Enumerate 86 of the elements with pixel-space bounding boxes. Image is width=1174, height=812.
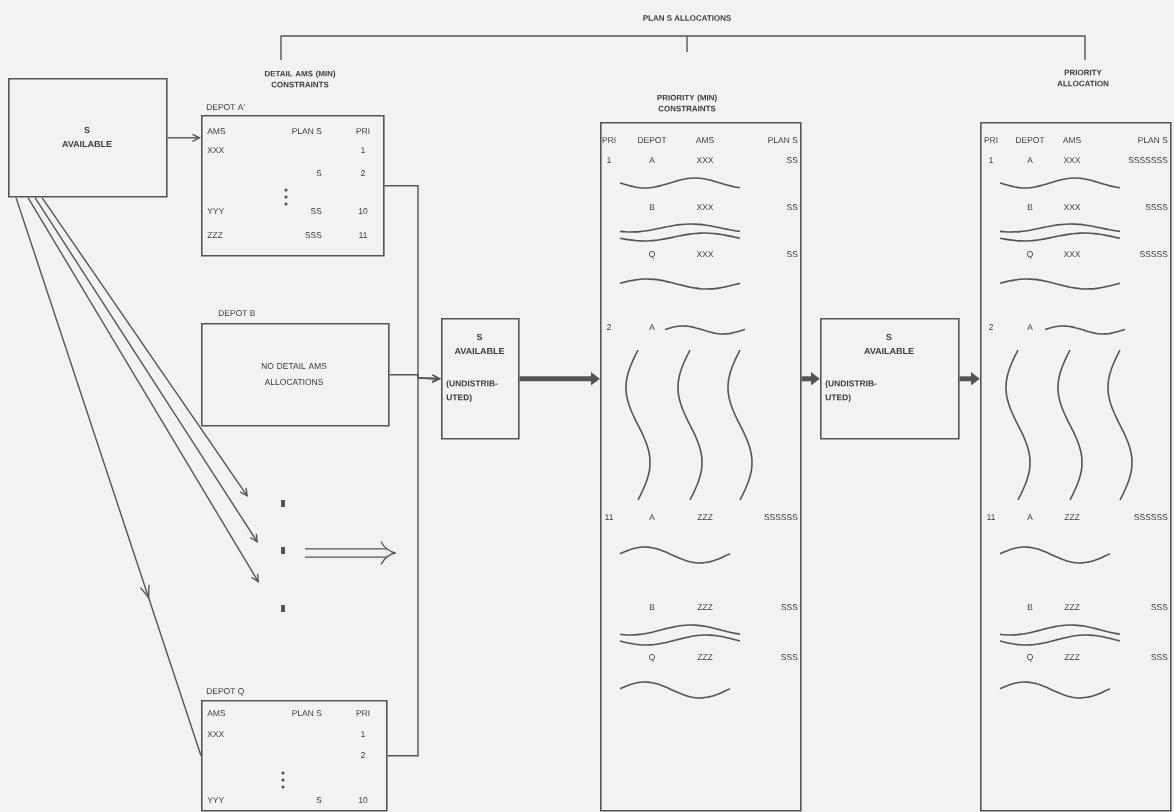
table-entry: B	[649, 204, 655, 210]
arrow	[41, 196, 248, 497]
depot-label: DEPOT Q	[206, 688, 244, 696]
table-entry: SSSSSSS	[1128, 157, 1168, 164]
column-header: DEPOT	[638, 137, 667, 144]
table-entry: SSSSSS	[1134, 514, 1168, 521]
table-entry: Q	[649, 251, 655, 259]
box-label: (UNDISTRIB- UTED)	[825, 380, 877, 403]
table-entry: 10	[358, 208, 368, 215]
table-entry: 1	[361, 147, 365, 153]
table-entry: A	[1027, 324, 1033, 330]
table-entry: SSS	[781, 604, 798, 611]
table-entry: XXX	[696, 251, 714, 257]
box-label: NO DETAIL AMS ALLOCATIONS	[261, 363, 327, 385]
table-entry: XXX	[1063, 157, 1081, 163]
table-entry: 11	[987, 514, 995, 520]
table-entry: SSS	[1151, 654, 1168, 661]
column-header: PRI	[356, 710, 370, 716]
table-entry: S	[316, 797, 322, 804]
table-entry: ZZZ	[697, 604, 713, 610]
box-label: S AVAILABLE	[454, 333, 505, 355]
table-entry: SS	[786, 251, 798, 258]
column-header: PLAN S	[292, 710, 322, 717]
table-entry: SSSS	[1145, 204, 1168, 211]
table-entry: A	[1027, 514, 1033, 520]
table-entry: 1	[361, 731, 365, 737]
table-entry: B	[1027, 204, 1033, 210]
table-entry: XXX	[1063, 251, 1081, 257]
table-entry: A	[649, 514, 655, 520]
table-entry: XXX	[207, 731, 224, 737]
table-entry: YYY	[207, 797, 224, 803]
table-entry: XXX	[696, 157, 714, 163]
table-entry: 1	[607, 157, 611, 163]
table-entry: Q	[1027, 251, 1033, 259]
table-entry: Q	[1027, 654, 1033, 662]
arrow	[386, 374, 441, 757]
arrow	[166, 133, 201, 142]
table-entry: ZZZ	[697, 514, 713, 520]
table-entry: SS	[786, 204, 798, 211]
table-entry: SS	[786, 157, 798, 164]
table-entry: 10	[358, 797, 368, 804]
table-entry: 2	[361, 170, 365, 176]
box-label: S AVAILABLE	[62, 126, 112, 148]
table-entry: SSSSS	[1139, 251, 1168, 258]
column-header: AMS	[207, 128, 226, 135]
table-entry: Q	[649, 654, 655, 662]
depot-label: DEPOT A'	[206, 104, 245, 111]
table-entry: ZZZ	[1064, 654, 1080, 660]
column-header: PRI	[602, 137, 616, 143]
box-label: S AVAILABLE	[864, 333, 914, 355]
table-entry: XXX	[696, 204, 714, 210]
table-entry: 1	[989, 157, 993, 163]
table-entry: B	[1027, 604, 1033, 610]
column-header: PLAN S	[292, 128, 322, 135]
column-header: DEPOT	[1016, 137, 1045, 144]
column-header: AMS	[1062, 137, 1081, 144]
table-entry: ZZZ	[1064, 604, 1080, 610]
table-entry: ZZZ	[697, 654, 713, 660]
column-header: PLAN S	[768, 137, 798, 144]
table-entry: SSS	[1151, 604, 1168, 611]
table-entry: 2	[989, 324, 993, 330]
table-entry: ZZZ	[207, 232, 223, 238]
depot-label: DEPOT B	[218, 310, 255, 317]
column-header: PLAN S	[1138, 137, 1168, 144]
table-entry: SSSSSS	[764, 514, 798, 521]
table-entry: XXX	[1063, 204, 1081, 210]
table-entry: XXX	[207, 147, 224, 153]
column-header: PRI	[984, 137, 998, 143]
column-header: AMS	[207, 710, 226, 717]
column-header: AMS	[695, 137, 714, 144]
table-entry: YYY	[207, 208, 224, 214]
table-entry: SSS	[305, 232, 322, 239]
table-entry: 2	[607, 324, 611, 330]
table-entry: S	[316, 170, 322, 177]
table-entry: 11	[605, 514, 613, 520]
table-entry: ZZZ	[1064, 514, 1080, 520]
table-entry: SSS	[781, 654, 798, 661]
column-header: PRI	[356, 128, 370, 134]
table-entry: A	[649, 157, 655, 163]
table-entry: B	[649, 604, 655, 610]
table-entry: 11	[359, 232, 367, 238]
table-entry: SS	[310, 208, 322, 215]
table-entry: A	[1027, 157, 1033, 163]
table-entry: A	[649, 324, 655, 330]
box-label: (UNDISTRIB- UTED)	[446, 380, 498, 403]
table-entry: 2	[361, 752, 365, 758]
